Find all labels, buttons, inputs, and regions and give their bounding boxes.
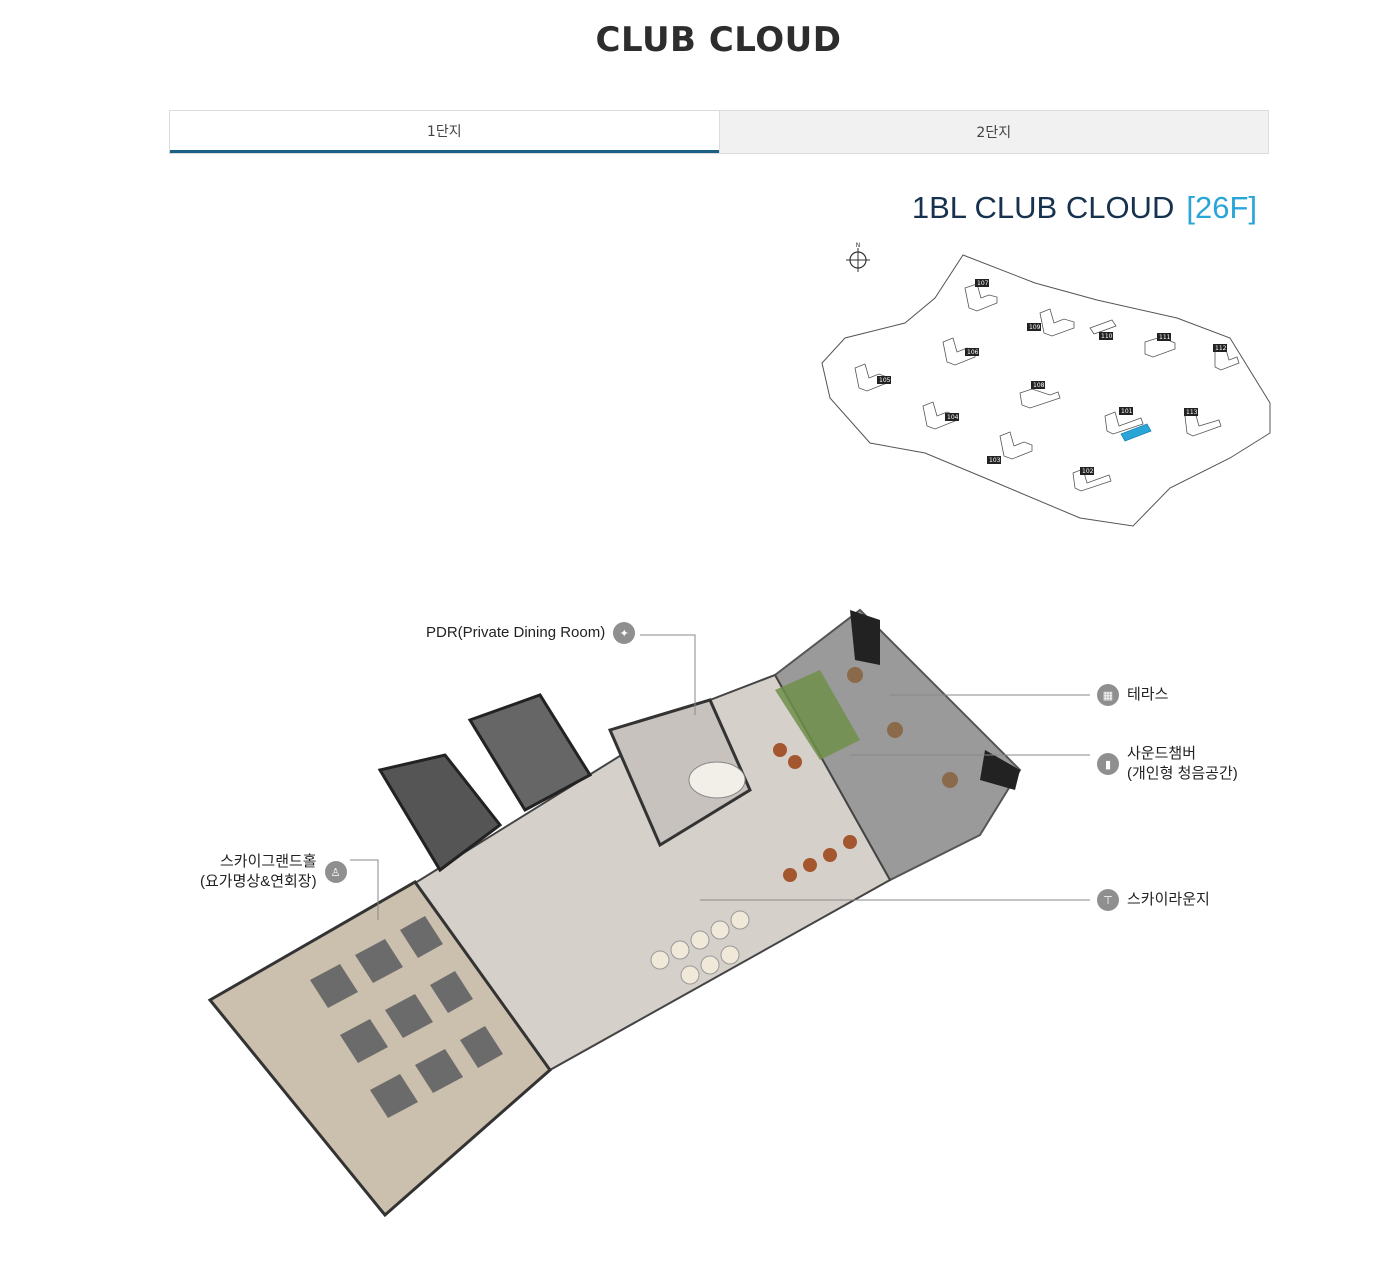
block-name: 1BL CLUB CLOUD [911, 190, 1175, 225]
page-title: CLUB CLOUD [595, 20, 842, 60]
svg-text:110: 110 [1101, 333, 1113, 340]
block-title: 1BL CLUB CLOUD [26F] [912, 190, 1257, 226]
svg-text:111: 111 [1159, 334, 1171, 341]
site-keymap: N 107 109 110 106 111 112 105 108 104 10… [821, 242, 1271, 527]
svg-text:105: 105 [879, 377, 891, 384]
dining-icon: ✦ [613, 622, 636, 644]
svg-text:112: 112 [1215, 345, 1227, 352]
svg-text:113: 113 [1186, 409, 1198, 416]
complex-tabs: 1단지 2단지 [169, 110, 1269, 154]
tab-complex-2[interactable]: 2단지 [718, 111, 1268, 153]
compass-icon: N [846, 242, 870, 272]
floor-plan [207, 608, 1090, 1218]
floor-label: [26F] [1186, 190, 1257, 225]
svg-text:104: 104 [947, 414, 959, 421]
svg-text:102: 102 [1082, 468, 1094, 475]
highlighted-building [1120, 423, 1152, 442]
yoga-icon: ♙ [324, 861, 347, 884]
callout-grand-hall: 스카이그랜드홀 (요가명상&연회장) ♙ [200, 852, 347, 893]
svg-text:N: N [856, 242, 861, 249]
callout-terrace: ▦ 테라스 [1097, 684, 1168, 706]
table-icon: ⊤ [1097, 889, 1119, 911]
building-labels: 107 109 110 106 111 112 105 108 104 101 … [877, 279, 1227, 475]
callout-sky-lounge: ⊤ 스카이라운지 [1097, 889, 1210, 911]
svg-text:107: 107 [977, 280, 989, 287]
callout-sound-chamber: ▮ 사운드챔버 (개인형 청음공간) [1097, 744, 1238, 785]
svg-text:101: 101 [1121, 408, 1133, 415]
building-icon: ▦ [1097, 684, 1119, 706]
callout-pdr: PDR(Private Dining Room) ✦ [426, 622, 636, 644]
svg-text:103: 103 [989, 457, 1001, 464]
audio-icon: ▮ [1097, 753, 1119, 776]
site-boundary [821, 254, 1271, 527]
svg-text:106: 106 [967, 349, 979, 356]
tab-complex-1[interactable]: 1단지 [170, 111, 719, 153]
svg-text:109: 109 [1029, 324, 1041, 331]
svg-text:108: 108 [1033, 382, 1045, 389]
